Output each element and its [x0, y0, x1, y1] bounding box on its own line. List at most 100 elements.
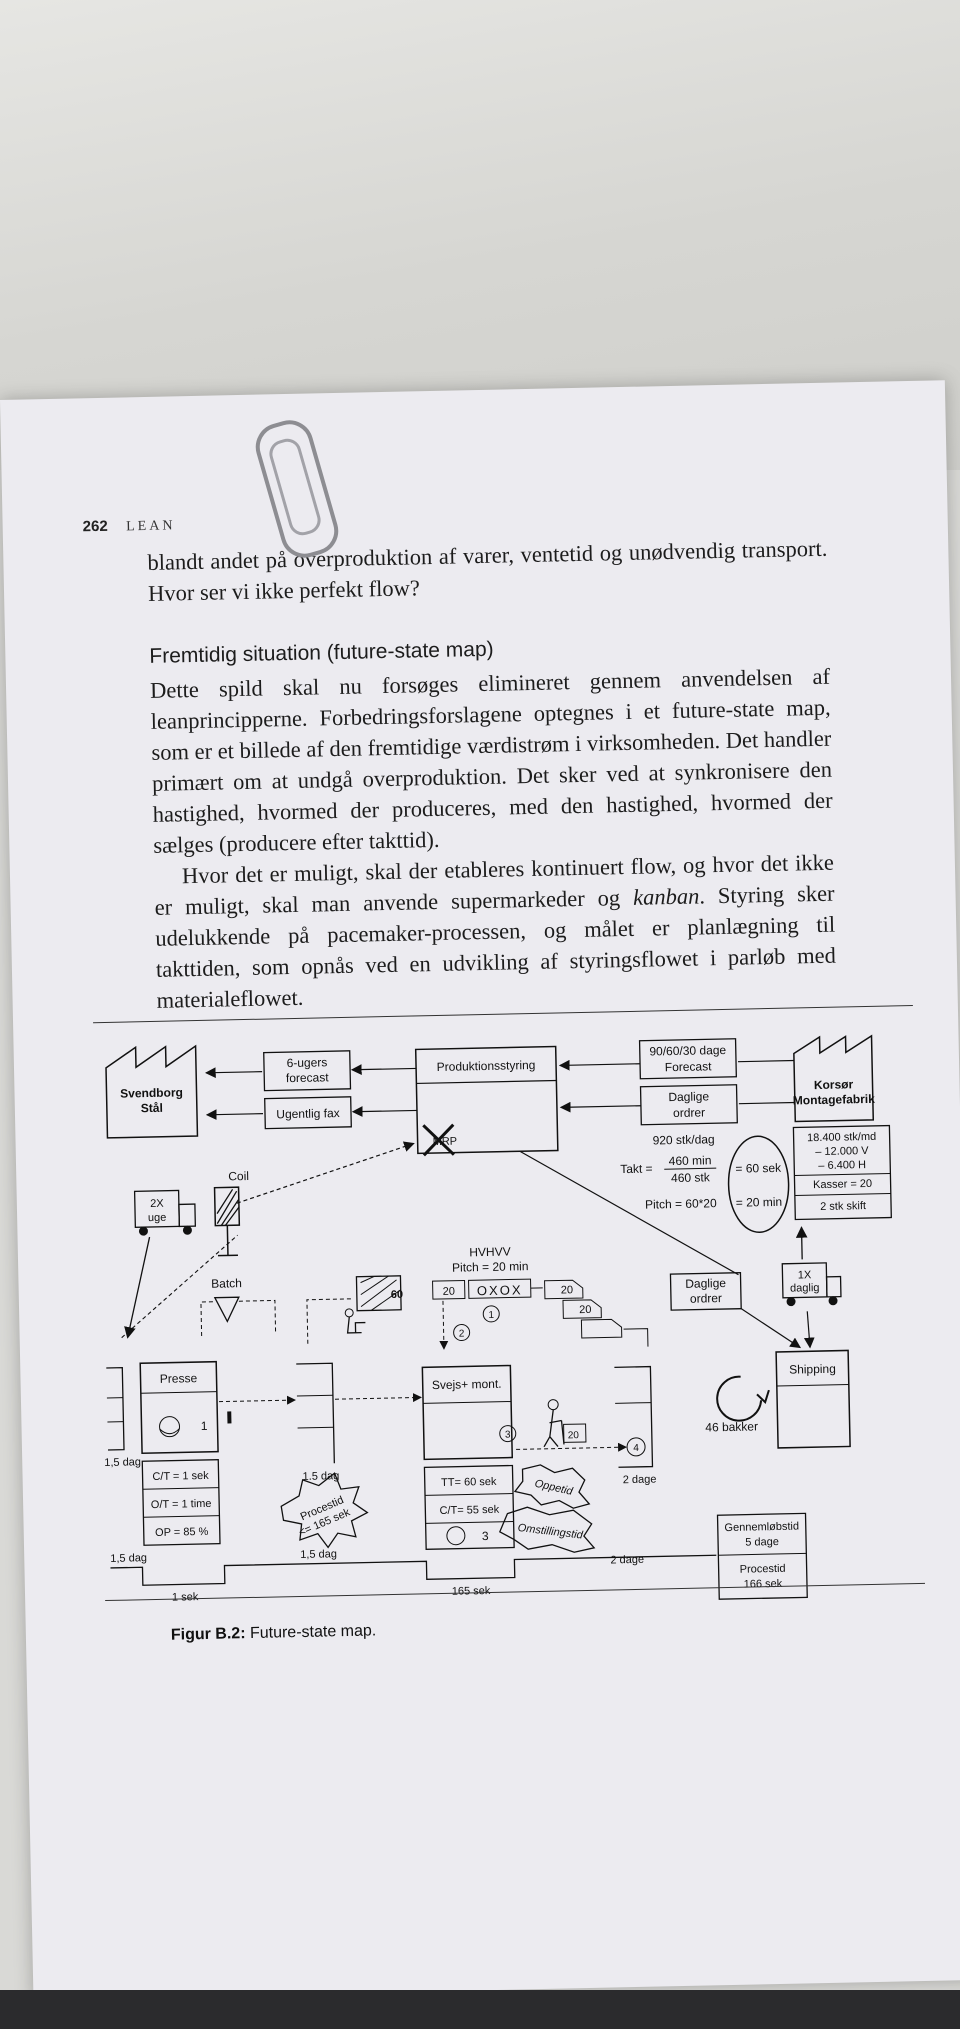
customer-forecast-line-2: Forecast [665, 1059, 713, 1074]
batch-signal: Batch [200, 1276, 277, 1336]
takt-numerator: 460 min [669, 1153, 712, 1168]
page-header: 262 LEAN [82, 516, 175, 536]
caption-label: Figur B.2: [170, 1625, 246, 1644]
fax-box-label: Ugentlig fax [276, 1106, 340, 1121]
process-time-label: Procestid [740, 1563, 786, 1576]
customer-orders-box: Daglige ordrer [639, 1084, 738, 1126]
weld-label: Svejs+ mont. [432, 1377, 502, 1392]
coil-icon: Coil [213, 1169, 249, 1257]
weld-cycle-time: C/T= 55 sek [439, 1504, 499, 1517]
outbound-truck: 1X daglig [781, 1262, 842, 1307]
production-control-label: Produktionsstyring [437, 1058, 536, 1074]
daily-orders-box-mid: Daglige ordrer [669, 1272, 742, 1311]
press-data-box: C/T = 1 sek O/T = 1 time OP = 85 % [141, 1458, 221, 1546]
section-heading: Fremtidig situation (future-state map) [149, 637, 494, 668]
lead-time-box: Gennemløbstid 5 dage Procestid 166 sek [716, 1512, 808, 1600]
heijunka-pitch: Pitch = 20 min [452, 1259, 529, 1275]
press-process: Presse 1 [139, 1360, 232, 1455]
figure-caption: Figur B.2: Future-state map. [171, 1622, 377, 1644]
customer-factory: Korsør Montagefabrik [793, 1034, 876, 1123]
daily-volume: 920 stk/dag [652, 1132, 714, 1147]
customer-data-2: – 12.000 V [815, 1145, 869, 1158]
customer-data-box: 18.400 stk/md – 12.000 V – 6.400 H Kasse… [792, 1124, 892, 1221]
timeline: 1,5 dag 1,5 dag 2 dage 1 sek 165 sek [110, 1548, 717, 1604]
press-operators: 1 [201, 1419, 208, 1433]
customer-name-2: Montagefabrik [793, 1092, 876, 1108]
paragraph-intro: blandt andet på overproduktion af varer,… [147, 533, 828, 609]
timeline-day-2: 1,5 dag [300, 1548, 337, 1561]
kanban-card-1: 20 [561, 1284, 573, 1296]
step-4-marker: 4 [633, 1443, 639, 1454]
step-1-marker: 1 [488, 1310, 494, 1321]
fax-box: Ugentlig fax [264, 1096, 352, 1130]
kaizen-burst-process-time: Procestid <= 165 sek [280, 1472, 369, 1549]
daily-orders-mid-2: ordrer [690, 1291, 722, 1306]
customer-forecast-line-1: 90/60/30 dage [649, 1043, 726, 1059]
pitch-label: Pitch = 60*20 [645, 1196, 717, 1212]
customer-data-4: Kasser = 20 [813, 1178, 872, 1191]
production-control-box: Produktionsstyring MRP [414, 1045, 559, 1157]
book-page: 262 LEAN blandt andet på overproduktion … [0, 380, 960, 2000]
supplier-name-2: Stål [141, 1101, 163, 1115]
future-state-map: Svendborg Stål 6-ugers forecast Ugentlig… [93, 1020, 955, 1604]
kaizen-changeover: Omstillingstid [517, 1522, 584, 1542]
inventory-press: 1,5 dag [104, 1456, 141, 1469]
caption-text: Future-state map. [245, 1622, 377, 1643]
outbound-truck-frequency-2: daglig [790, 1282, 820, 1295]
forecast-box-line-1: 6-ugers [286, 1055, 327, 1070]
heijunka-card: 20 [443, 1286, 455, 1298]
kanban-cards: 20 20 [544, 1279, 649, 1347]
withdrawal-kanban: 20 [568, 1430, 580, 1441]
heijunka-sequence: HVHVV [469, 1244, 511, 1259]
customer-forecast-box: 90/60/30 dage Forecast [638, 1038, 737, 1080]
inbound-truck-frequency-1: 2X [150, 1198, 164, 1210]
takt-calculation: 920 stk/dag Takt = 460 min 460 stk Pitch… [620, 1132, 790, 1234]
step-2-marker: 2 [459, 1328, 465, 1339]
outbound-truck-frequency-1: 1X [798, 1269, 812, 1281]
shipping-box: Shipping [775, 1349, 851, 1449]
heijunka-pattern: OXOX [477, 1282, 523, 1298]
daily-orders-mid-1: Daglige [685, 1276, 726, 1291]
paragraph-3-emphasis: kanban [632, 883, 700, 910]
weld-operators: 3 [482, 1529, 489, 1543]
body-text: Dette spild skal nu forsøges elimineret … [150, 661, 837, 1016]
customer-name-1: Korsør [814, 1077, 854, 1092]
signal-kanban: 60 [306, 1275, 403, 1344]
customer-data-5: 2 stk skift [820, 1200, 866, 1213]
coil-label: Coil [228, 1169, 249, 1183]
timeline-time-1: 1 sek [172, 1591, 199, 1604]
press-cycle-time: C/T = 1 sek [152, 1470, 209, 1483]
kaizen-uptime: Oppetid [534, 1478, 575, 1498]
customer-orders-line-1: Daglige [668, 1089, 709, 1104]
page-number: 262 [82, 517, 108, 536]
paragraph-3: Hvor det er muligt, skal der etableres k… [154, 847, 837, 1016]
kanban-card-2: 20 [579, 1304, 591, 1316]
kaizen-burst-uptime: Oppetid [513, 1464, 591, 1509]
bakker-count: 46 bakker [705, 1419, 758, 1434]
lead-time-label: Gennemløbstid [724, 1521, 799, 1535]
inventory-weld: 1.5 dag [302, 1470, 339, 1483]
customer-orders-line-2: ordrer [673, 1105, 705, 1120]
supplier-factory: Svendborg Stål [105, 1044, 199, 1139]
customer-data-3: – 6.400 H [818, 1159, 866, 1172]
timeline-time-2: 165 sek [452, 1585, 491, 1598]
forecast-box-line-2: forecast [286, 1070, 330, 1085]
signal-kanban-quantity: 60 [391, 1289, 403, 1301]
takt-result: = 60 sek [735, 1161, 782, 1176]
heijunka-box: HVHVV Pitch = 20 min 20 OXOX [432, 1244, 543, 1300]
forecast-box: 6-ugers forecast [263, 1050, 352, 1092]
weld-process: Svejs+ mont. [421, 1364, 514, 1461]
inbound-truck-frequency-2: uge [148, 1212, 167, 1224]
operator-icon: 20 [543, 1399, 587, 1448]
paragraph-1: blandt andet på overproduktion af varer,… [147, 535, 828, 606]
paragraph-2: Dette spild skal nu forsøges elimineret … [149, 663, 833, 858]
press-changeover: O/T = 1 time [151, 1498, 212, 1511]
inventory-shipping: 2 dage [623, 1473, 657, 1486]
batch-label: Batch [211, 1276, 242, 1291]
takt-label: Takt = [620, 1162, 653, 1177]
running-head: LEAN [126, 518, 176, 535]
takt-denominator: 460 stk [671, 1170, 711, 1185]
step-3-marker: 3 [505, 1430, 511, 1441]
forklift-icon [344, 1308, 366, 1334]
value-stream-diagram: Svendborg Stål 6-ugers forecast Ugentlig… [104, 1034, 892, 1604]
